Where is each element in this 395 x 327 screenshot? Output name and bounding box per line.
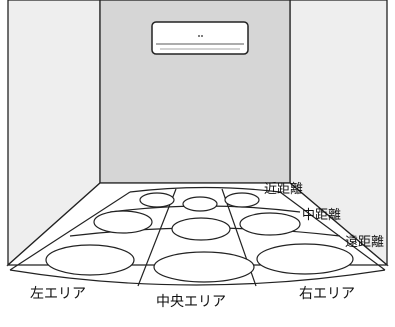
label-near-distance: 近距離 — [264, 182, 303, 197]
edge-left — [9, 191, 131, 271]
zone-near-right — [224, 192, 260, 208]
zone-near-left — [139, 192, 175, 208]
zone-mid-center — [171, 217, 231, 241]
edge-right — [279, 191, 386, 271]
zone-mid-right — [239, 212, 301, 236]
label-center-area: 中央エリア — [156, 294, 226, 310]
coverage-zones — [45, 192, 354, 283]
zone-near-center — [182, 196, 218, 212]
label-mid-distance: 中距離 — [302, 208, 341, 223]
arc-near-top — [129, 186, 281, 193]
label-right-area: 右エリア — [299, 286, 355, 302]
air-conditioner-icon — [151, 21, 249, 55]
zone-far-right — [256, 243, 354, 275]
label-left-area: 左エリア — [30, 286, 86, 302]
zone-mid-left — [93, 210, 153, 234]
zone-far-left — [45, 244, 135, 276]
arc-far-bottom — [9, 269, 386, 286]
label-far-distance: 遠距離 — [345, 235, 384, 250]
zone-far-center — [153, 251, 255, 283]
